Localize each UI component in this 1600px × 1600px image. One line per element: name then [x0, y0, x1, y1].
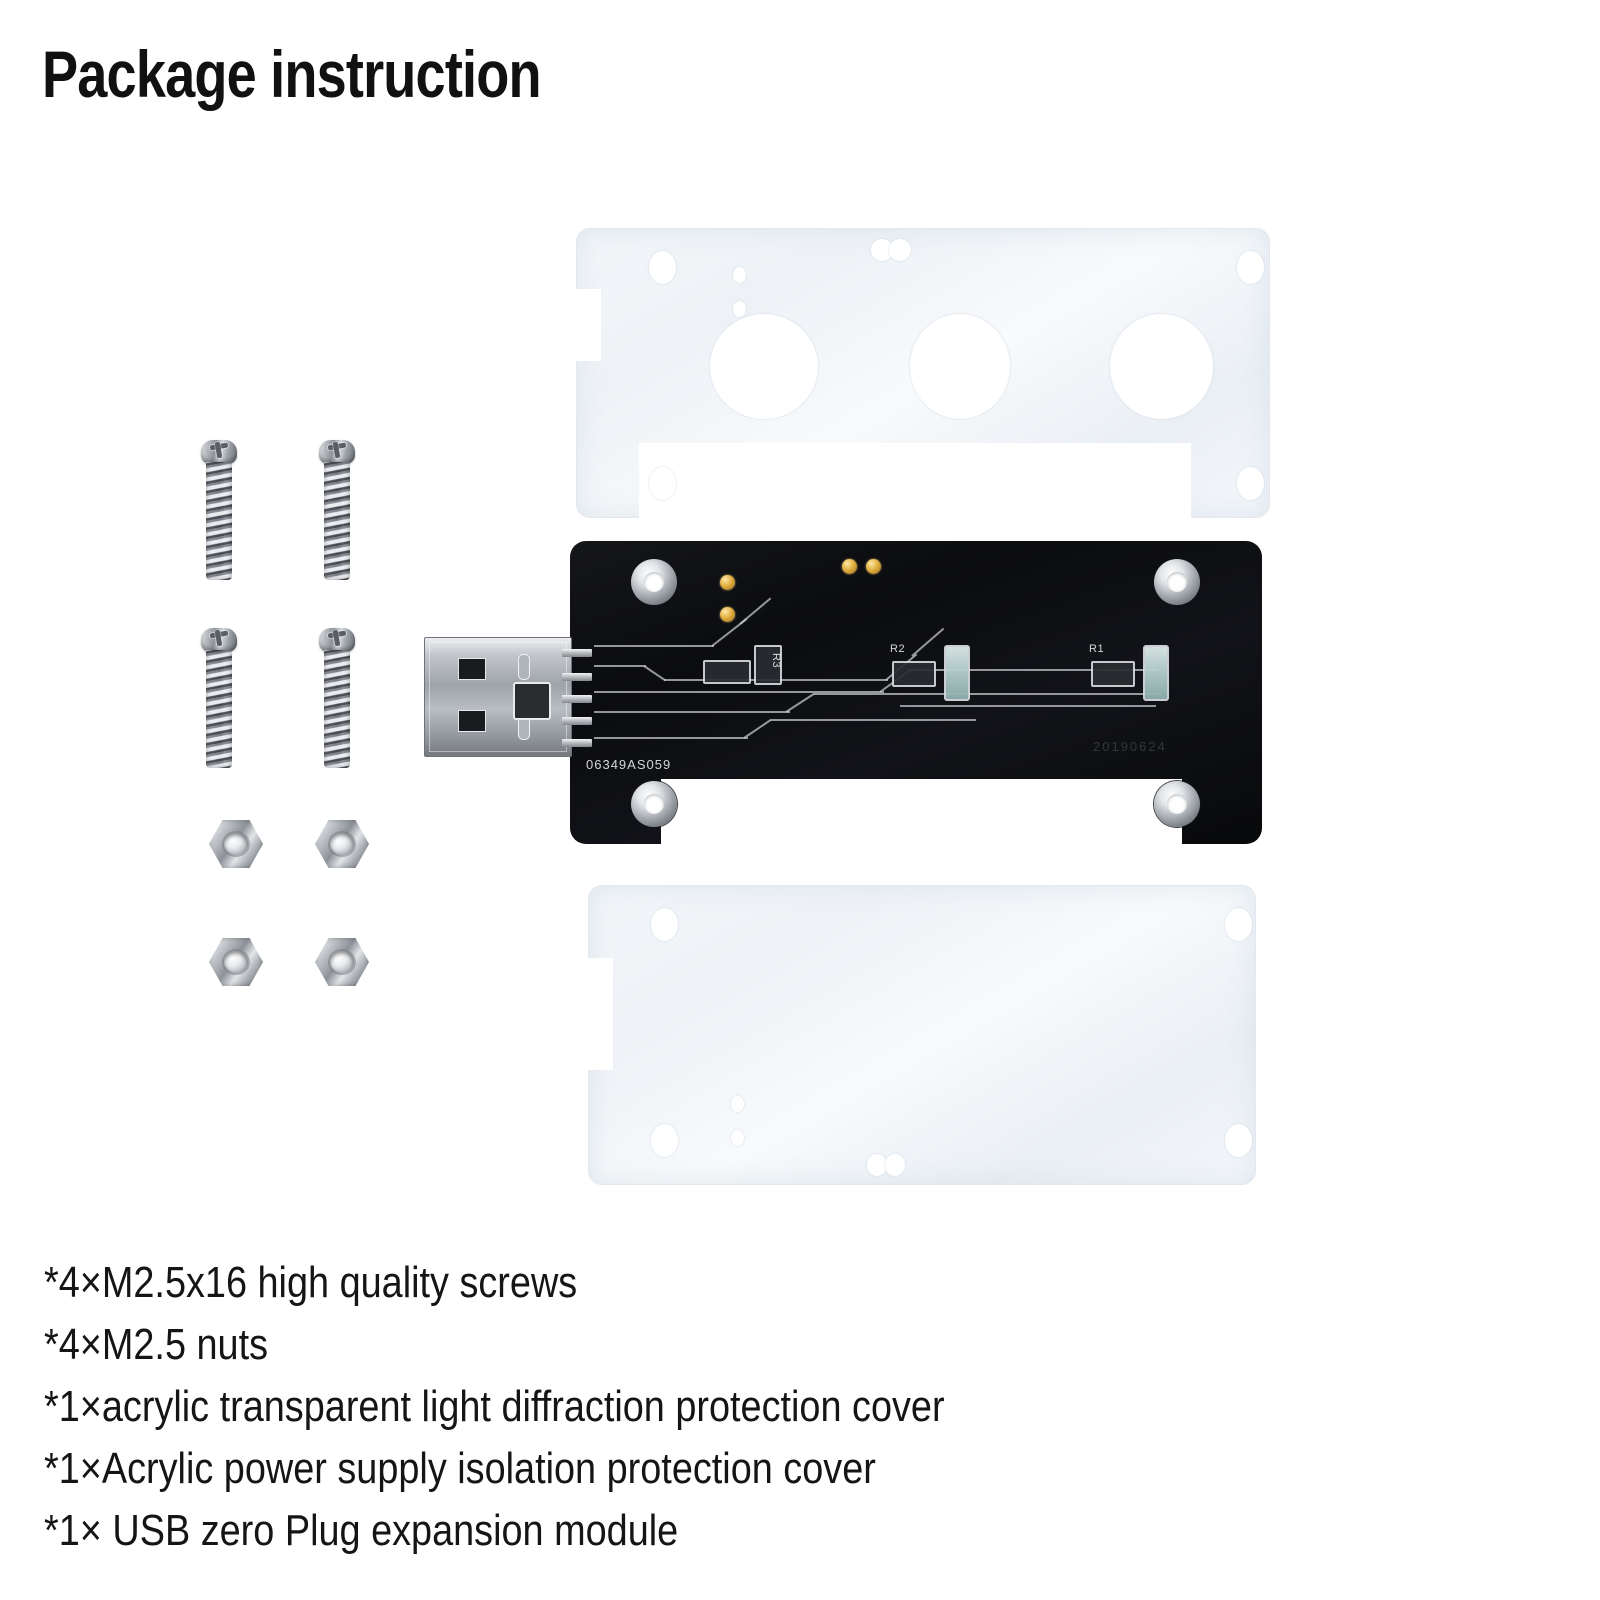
usb-a-male-connector — [424, 637, 592, 757]
cover-large-hole-3 — [1110, 314, 1213, 419]
pcb-serial-text: 06349AS059 — [586, 757, 672, 772]
pcb-trace — [911, 627, 945, 657]
screw-head-icon — [319, 628, 355, 652]
nut-2 — [315, 820, 369, 868]
pcb-trace — [594, 665, 646, 667]
cover-twin-hole-b — [889, 239, 911, 261]
gold-pad-2 — [720, 607, 735, 622]
pcb-mount-hole-tr — [1154, 559, 1200, 605]
usb-expansion-pcb: R3 R2 R1 06349AS059 20190624 — [570, 541, 1262, 845]
cover-screw-hole-bl — [649, 467, 676, 500]
contents-line-2: *4×M2.5 nuts — [44, 1320, 269, 1369]
gold-pad-4 — [866, 559, 881, 574]
screw-head-icon — [201, 628, 237, 652]
contents-line-5: *1× USB zero Plug expansion module — [44, 1506, 679, 1555]
pcb-trace — [770, 719, 976, 721]
nut-hole — [330, 951, 354, 973]
silkscreen-label-r2: R2 — [890, 643, 906, 655]
bottom-cover-screw-hole-tr — [1225, 908, 1252, 941]
usb-solder-pin-4 — [562, 717, 592, 725]
contents-line-1: *4×M2.5x16 high quality screws — [44, 1258, 578, 1307]
pcb-trace — [743, 719, 772, 739]
smd-led-1 — [1143, 645, 1169, 701]
pcb-mount-hole-bl — [631, 781, 677, 827]
pcb-trace — [739, 597, 772, 625]
pcb-trace — [908, 669, 1158, 671]
pcb-trace — [594, 691, 884, 693]
pcb-mount-hole-br — [1154, 781, 1200, 827]
silkscreen-label-r3: R3 — [770, 653, 782, 669]
bottom-cover-screw-hole-bl — [651, 1124, 678, 1157]
bottom-cover-screw-hole-br — [1225, 1124, 1252, 1157]
pcb-trace — [814, 693, 1162, 695]
page-title: Package instruction — [42, 37, 542, 111]
nut-hole — [224, 833, 248, 855]
usb-solder-pin-1 — [562, 649, 592, 657]
smd-led-2 — [944, 645, 970, 701]
smd-resistor-r3 — [703, 660, 751, 684]
screw-shaft — [206, 462, 232, 580]
usb-solder-pin-3 — [562, 695, 592, 703]
cover-bottom-cutout — [639, 443, 1191, 519]
screw-head-icon — [201, 440, 237, 464]
bottom-cover-small-hole-1 — [731, 1096, 744, 1112]
nut-hole — [330, 833, 354, 855]
screw-shaft — [206, 650, 232, 768]
nut-4 — [315, 938, 369, 986]
pcb-trace — [785, 692, 816, 713]
bottom-cover-twin-hole-a — [867, 1154, 887, 1176]
nut-1 — [209, 820, 263, 868]
contents-line-4: *1×Acrylic power supply isolation protec… — [44, 1444, 876, 1493]
bottom-cover-small-hole-2 — [731, 1130, 744, 1146]
package-contents-list: *4×M2.5x16 high quality screws *4×M2.5 n… — [44, 1252, 1444, 1562]
top-acrylic-cover — [575, 228, 1270, 519]
usb-center-cutout — [513, 682, 551, 720]
cover-large-hole-1 — [710, 314, 818, 419]
pcb-trace — [643, 665, 667, 682]
cover-large-hole-2 — [910, 314, 1010, 419]
gold-pad-1 — [720, 575, 735, 590]
cover-small-hole-2 — [733, 301, 746, 317]
gold-pad-3 — [842, 559, 857, 574]
usb-dimple-top — [518, 654, 530, 680]
silkscreen-label-r1: R1 — [1089, 643, 1105, 655]
pcb-trace — [594, 645, 714, 647]
screw-shaft — [324, 462, 350, 580]
bottom-cover-left-notch — [587, 958, 613, 1070]
cover-screw-hole-tl — [649, 251, 676, 284]
cover-screw-hole-br — [1237, 467, 1264, 500]
pcb-mount-hole-tl — [631, 559, 677, 605]
bottom-cover-screw-hole-tl — [651, 908, 678, 941]
usb-shell — [424, 637, 572, 757]
smd-resistor-r2 — [892, 661, 936, 687]
pcb-bottom-cutout — [661, 779, 1182, 845]
usb-window-top — [458, 658, 486, 680]
pcb-trace — [594, 737, 748, 739]
pcb-trace — [594, 711, 790, 713]
pcb-date-code: 20190624 — [1093, 739, 1167, 754]
nut-hole — [224, 951, 248, 973]
pcb-trace — [900, 705, 1156, 707]
smd-resistor-r1 — [1091, 661, 1135, 687]
cover-twin-hole-a — [871, 239, 893, 261]
cover-left-notch — [575, 289, 601, 361]
usb-solder-pin-5 — [562, 739, 592, 747]
usb-window-bottom — [458, 710, 486, 732]
bottom-acrylic-cover — [587, 885, 1256, 1185]
screw-shaft — [324, 650, 350, 768]
bottom-cover-twin-hole-b — [885, 1154, 905, 1176]
usb-solder-pin-2 — [562, 673, 592, 681]
nut-3 — [209, 938, 263, 986]
cover-screw-hole-tr — [1237, 251, 1264, 284]
contents-line-3: *1×acrylic transparent light diffraction… — [44, 1382, 945, 1431]
screw-head-icon — [319, 440, 355, 464]
smd-footprint-r3 — [754, 645, 782, 685]
cover-small-hole-1 — [733, 267, 746, 283]
